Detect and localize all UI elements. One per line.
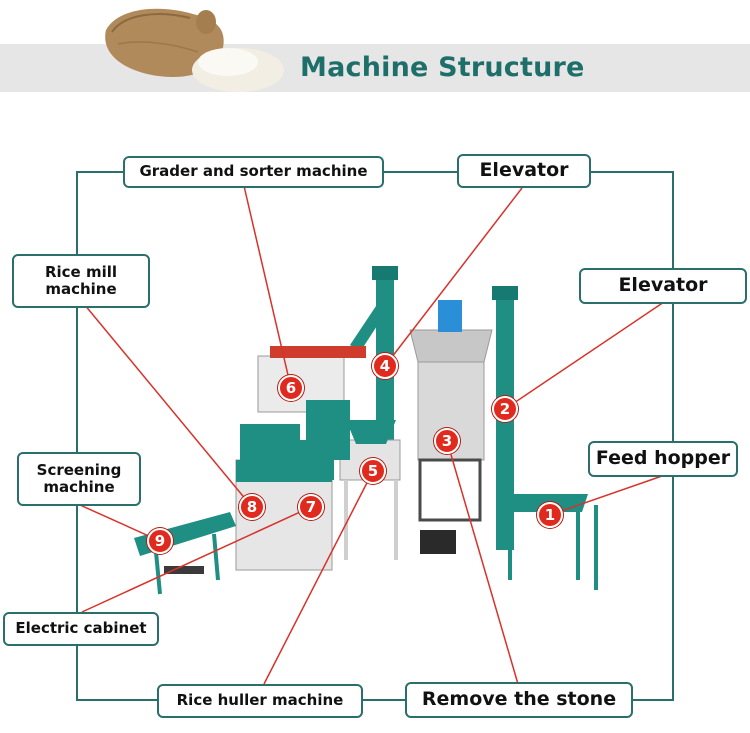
label-feed-hopper: Feed hopper: [588, 441, 738, 477]
label-electric-cabinet: Electric cabinet: [3, 612, 159, 646]
badge-4: 4: [372, 353, 398, 379]
leader-screening: [79, 504, 161, 542]
badge-6: 6: [278, 375, 304, 401]
leader-feed-hopper: [549, 475, 663, 516]
badge-1: 1: [537, 502, 563, 528]
badge-9: 9: [147, 528, 173, 554]
label-elevator-top: Elevator: [457, 154, 591, 188]
leader-remove-stone: [446, 440, 519, 685]
rice-mill-plant-illustration: [134, 266, 598, 595]
page-title: Machine Structure: [300, 52, 585, 83]
leader-rice-mill: [83, 303, 253, 508]
badge-8: 8: [239, 494, 265, 520]
badge-5: 5: [360, 458, 386, 484]
label-screening: Screening machine: [17, 452, 141, 506]
leader-elevator-top: [384, 187, 523, 367]
leader-grader: [243, 185, 292, 389]
rice-sack-image: [105, 8, 284, 92]
leader-rice-huller: [263, 470, 374, 685]
label-grader-sorter: Grader and sorter machine: [123, 156, 384, 188]
label-rice-huller: Rice huller machine: [157, 684, 363, 718]
label-remove-stone: Remove the stone: [405, 682, 633, 718]
label-elevator-right: Elevator: [579, 268, 747, 304]
badge-7: 7: [298, 494, 324, 520]
badge-3: 3: [434, 428, 460, 454]
leader-electric-cabinet: [81, 506, 312, 613]
leader-elevator-right: [504, 301, 665, 410]
badge-2: 2: [492, 396, 518, 422]
label-rice-mill: Rice mill machine: [12, 254, 150, 308]
